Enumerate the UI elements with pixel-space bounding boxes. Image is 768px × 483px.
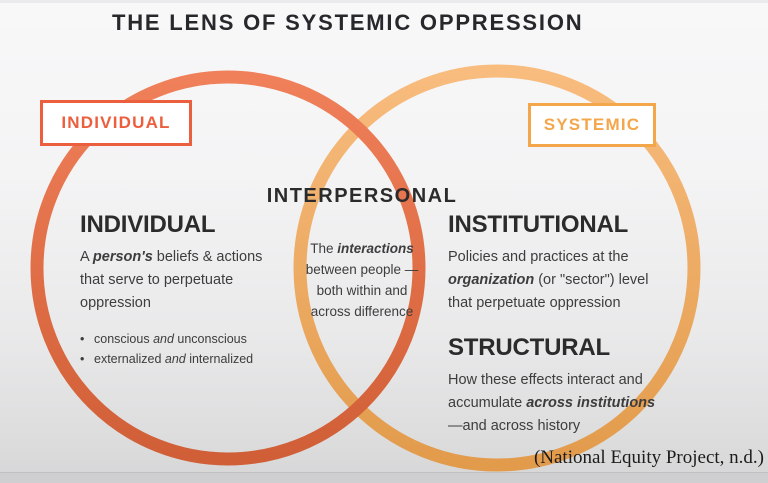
systemic-section: INSTITUTIONAL Policies and practices at … [448,212,663,438]
list-item: • externalized and internalized [80,349,280,369]
bottom-edge-strip [0,472,768,483]
individual-body: A person's beliefs & actions that serve … [80,249,263,311]
source-citation: (National Equity Project, n.d.) [533,447,764,468]
structural-heading: STRUCTURAL [448,334,610,361]
list-item: • conscious and unconscious [80,329,280,349]
institutional-body: Policies and practices at the organizati… [448,249,649,311]
bullet-text: conscious and unconscious [94,332,247,346]
individual-bullets: • conscious and unconscious • externaliz… [80,329,280,369]
systemic-tag-box: SYSTEMIC [528,103,656,147]
individual-heading: INDIVIDUAL [80,211,216,238]
individual-section: INDIVIDUAL A person's beliefs & actions … [80,212,280,369]
interpersonal-body: The interactions between people —both wi… [305,241,419,319]
slide-title: THE LENS OF SYSTEMIC OPPRESSION [112,10,584,35]
individual-tag-box: INDIVIDUAL [40,100,192,146]
interpersonal-heading: INTERPERSONAL [266,185,458,207]
bullet-text: externalized and internalized [94,352,254,366]
bullet-icon: • [80,352,85,366]
structural-body: How these effects interact and accumulat… [448,372,656,434]
individual-circle [30,70,426,466]
bullet-icon: • [80,332,85,346]
systemic-circle [293,64,701,472]
institutional-heading: INSTITUTIONAL [448,211,629,238]
top-edge-strip [0,0,768,3]
interpersonal-section: The interactions between people —both wi… [297,238,427,322]
